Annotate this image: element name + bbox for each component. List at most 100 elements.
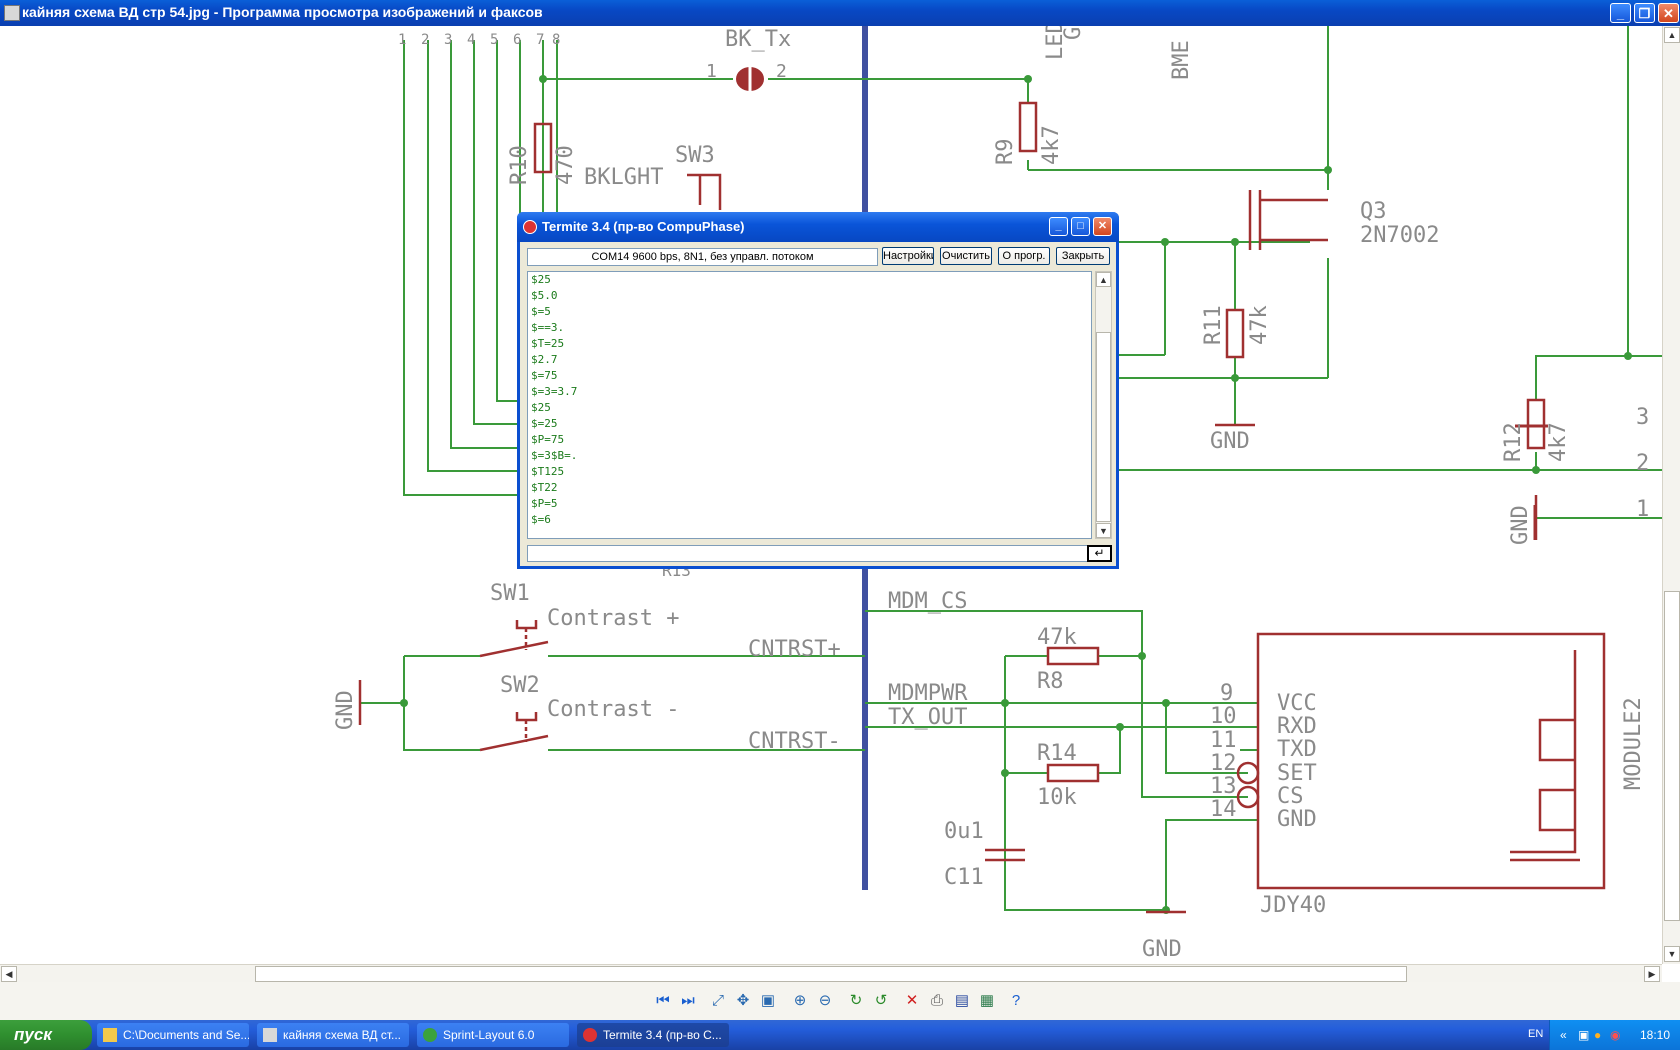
svg-text:4k7: 4k7 — [1546, 422, 1571, 462]
svg-text:GND: GND — [1142, 937, 1182, 962]
scroll-left-arrow-icon[interactable]: ◀ — [1, 966, 17, 982]
rotate-counterclockwise-icon[interactable]: ↺ — [874, 992, 888, 1009]
delete-icon[interactable]: ✕ — [905, 992, 919, 1009]
log-line: $25 — [531, 401, 551, 414]
svg-text:47k: 47k — [1247, 305, 1272, 345]
log-scrollbar[interactable]: ▲ ▼ — [1095, 271, 1112, 539]
log-scroll-down-icon[interactable]: ▼ — [1096, 523, 1111, 538]
svg-text:GND: GND — [1277, 807, 1317, 832]
log-line: $=25 — [531, 417, 558, 430]
svg-text:47k: 47k — [1037, 625, 1077, 650]
vertical-scrollbar[interactable]: ▲ ▼ — [1662, 26, 1680, 964]
connection-status[interactable]: COM14 9600 bps, 8N1, без управл. потоком — [527, 248, 878, 266]
svg-text:13: 13 — [1210, 774, 1237, 799]
log-line: $=3=3.7 — [531, 385, 578, 398]
termite-close-button[interactable]: ✕ — [1093, 217, 1112, 236]
svg-text:1: 1 — [398, 32, 406, 48]
svg-text:2: 2 — [776, 61, 787, 82]
settings-button[interactable]: Настройки — [882, 247, 934, 265]
log-scroll-thumb[interactable] — [1096, 332, 1111, 522]
svg-text:1: 1 — [706, 61, 717, 82]
log-line: $T125 — [531, 465, 565, 478]
zoom-out-icon[interactable]: ⊖ — [818, 992, 832, 1009]
viewer-title-bar[interactable]: кайняя схема ВД стр 54.jpg - Программа п… — [0, 0, 1680, 26]
svg-text:5: 5 — [490, 32, 498, 48]
svg-text:10: 10 — [1210, 704, 1237, 729]
send-input[interactable] — [527, 545, 1092, 562]
vertical-scroll-thumb[interactable] — [1664, 591, 1680, 921]
svg-text:6: 6 — [513, 32, 521, 48]
task-explorer[interactable]: C:\Documents and Se... — [97, 1023, 249, 1047]
start-button[interactable]: пуск — [0, 1020, 92, 1050]
pin-numbers: 1 2 3 4 5 6 7 8 — [398, 32, 560, 48]
svg-text:3: 3 — [1636, 405, 1649, 430]
send-enter-icon[interactable]: ↵ — [1087, 545, 1112, 562]
about-button[interactable]: О прогр. — [998, 247, 1050, 265]
zoom-in-icon[interactable]: ⊕ — [793, 992, 807, 1009]
rotate-clockwise-icon[interactable]: ↻ — [849, 992, 863, 1009]
schematic-labels: BK_Tx 1 2 R10 470 BKLGHT SW3 R9 4k7 LED … — [333, 26, 1649, 962]
log-line: $=6 — [531, 513, 551, 526]
svg-text:SW2: SW2 — [500, 673, 540, 698]
log-line: $2.7 — [531, 353, 558, 366]
horizontal-scrollbar[interactable]: ◀ ▶ — [0, 964, 1662, 983]
svg-text:4: 4 — [467, 32, 475, 48]
edit-image-icon[interactable]: ▦ — [979, 992, 995, 1009]
horizontal-scroll-thumb[interactable] — [255, 966, 1407, 982]
svg-text:RXD: RXD — [1277, 714, 1317, 739]
termite-maximize-button[interactable]: □ — [1071, 217, 1090, 236]
svg-text:R8: R8 — [1037, 669, 1064, 694]
scroll-down-arrow-icon[interactable]: ▼ — [1664, 946, 1680, 962]
close-button[interactable]: ✕ — [1658, 3, 1679, 23]
termite-minimize-button[interactable]: _ — [1049, 217, 1068, 236]
svg-text:TX_OUT: TX_OUT — [888, 705, 967, 730]
scroll-up-arrow-icon[interactable]: ▲ — [1664, 27, 1680, 43]
schematic-drawing: 1 2 3 4 5 6 7 8 BK_Tx 1 2 R10 470 BKLGHT… — [333, 26, 1662, 962]
task-termite[interactable]: Termite 3.4 (пр-во C... — [577, 1023, 729, 1047]
save-icon[interactable]: ▤ — [954, 992, 970, 1009]
close-termite-button[interactable]: Закрыть — [1056, 247, 1110, 265]
tray-app-icon[interactable]: ▣ — [1578, 1028, 1590, 1042]
best-fit-icon[interactable]: ⤢ — [711, 992, 724, 1009]
svg-text:2: 2 — [421, 32, 429, 48]
svg-text:BKLGHT: BKLGHT — [584, 165, 663, 190]
svg-text:4k7: 4k7 — [1039, 125, 1064, 165]
log-line: $5.0 — [531, 289, 558, 302]
tray-arrow-icon[interactable]: « — [1560, 1028, 1567, 1042]
svg-text:BK_Tx: BK_Tx — [725, 27, 791, 52]
scroll-right-arrow-icon[interactable]: ▶ — [1644, 966, 1660, 982]
svg-text:8: 8 — [552, 32, 560, 48]
svg-text:7: 7 — [536, 32, 544, 48]
svg-text:14: 14 — [1210, 797, 1237, 822]
task-sprint-layout[interactable]: Sprint-Layout 6.0 — [417, 1023, 569, 1047]
svg-text:3: 3 — [444, 32, 452, 48]
termite-app-icon — [583, 1028, 597, 1042]
log-scroll-up-icon[interactable]: ▲ — [1096, 272, 1111, 287]
log-line: $25 — [531, 273, 551, 286]
restore-button[interactable]: ❐ — [1634, 3, 1655, 23]
viewer-window-title: кайняя схема ВД стр 54.jpg - Программа п… — [22, 4, 543, 20]
image-viewer-icon — [4, 5, 20, 21]
svg-text:0u1: 0u1 — [944, 819, 984, 844]
clear-button[interactable]: Очистить — [940, 247, 992, 265]
lower-wires — [360, 610, 1258, 911]
next-image-icon[interactable]: ⏭ — [681, 992, 695, 1009]
tray-update-icon[interactable]: ● — [1594, 1028, 1602, 1042]
previous-image-icon[interactable]: ⏮ — [656, 992, 670, 1009]
log-line: $P=75 — [531, 433, 565, 446]
svg-text:CNTRST+: CNTRST+ — [748, 637, 841, 662]
termite-title-bar[interactable]: Termite 3.4 (пр-во CompuPhase) _ □ ✕ — [517, 212, 1119, 242]
task-image-viewer[interactable]: кайняя схема ВД ст... — [257, 1023, 409, 1047]
tray-alert-icon[interactable]: ◉ — [1610, 1028, 1621, 1042]
language-indicator[interactable]: EN — [1528, 1028, 1544, 1040]
print-icon[interactable]: ⎙ — [930, 992, 943, 1009]
log-line: $=5 — [531, 305, 551, 318]
svg-text:BME: BME — [1169, 40, 1194, 80]
help-icon[interactable]: ? — [1011, 992, 1021, 1009]
actual-size-icon[interactable]: ✥ — [736, 992, 750, 1009]
serial-log[interactable]: $25 $5.0 $=5 $==3. $T=25 $2.7 $=75 $=3=3… — [527, 271, 1092, 539]
svg-text:R9: R9 — [993, 139, 1018, 166]
minimize-button[interactable]: _ — [1610, 3, 1631, 23]
system-tray: EN « ▣ ● ◉ 18:10 — [1528, 1020, 1680, 1050]
slideshow-icon[interactable]: ▣ — [760, 992, 776, 1009]
